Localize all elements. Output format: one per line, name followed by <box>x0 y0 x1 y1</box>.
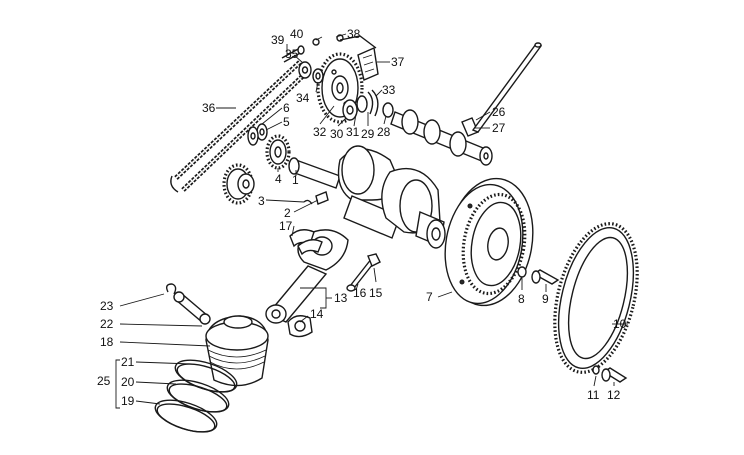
flywheel-bolt <box>517 266 560 285</box>
bolt-39 <box>281 38 320 63</box>
callout-40: 40 <box>290 27 304 41</box>
rod-bearing-shells <box>289 229 323 256</box>
callout-23: 23 <box>100 299 114 313</box>
callout-5: 5 <box>283 115 290 129</box>
callout-12: 12 <box>607 388 621 402</box>
rod-cap <box>287 315 313 338</box>
crankshaft <box>288 145 446 249</box>
callout-21: 21 <box>121 355 135 369</box>
callout-6: 6 <box>283 101 290 115</box>
rod-bolt <box>346 253 381 292</box>
callout-22: 22 <box>100 317 114 331</box>
timing-chain <box>170 60 309 193</box>
callout-labels: 39 40 38 35 37 34 33 36 6 5 26 27 32 30 … <box>97 27 627 408</box>
crank-sprocket <box>265 134 291 170</box>
callout-10: 10 <box>613 317 627 331</box>
callout-11: 11 <box>587 388 600 402</box>
callout-7: 7 <box>426 290 433 304</box>
callout-28: 28 <box>377 125 391 139</box>
callout-9: 9 <box>542 292 549 306</box>
callout-30: 30 <box>330 127 344 141</box>
callout-29: 29 <box>361 127 375 141</box>
callout-18: 18 <box>100 335 114 349</box>
callout-33: 33 <box>382 83 396 97</box>
callout-35: 35 <box>285 47 299 61</box>
piston <box>205 315 269 387</box>
pump-gear <box>222 163 255 205</box>
callout-4: 4 <box>275 172 282 186</box>
callout-27: 27 <box>492 121 506 135</box>
cam-washers <box>342 89 394 121</box>
callout-2: 2 <box>284 206 291 220</box>
push-rod <box>471 42 543 133</box>
pin-circlip <box>165 283 177 295</box>
callout-37: 37 <box>391 55 405 69</box>
callout-13: 13 <box>334 291 348 305</box>
callout-34: 34 <box>296 91 310 105</box>
callout-32: 32 <box>313 125 327 139</box>
tensioner-bracket <box>336 34 379 81</box>
callout-17: 17 <box>279 219 293 233</box>
sprocket-spacers <box>247 123 268 146</box>
piston-rings <box>154 359 238 433</box>
callout-14: 14 <box>310 307 324 321</box>
ring-gear-bolt <box>592 365 628 383</box>
ring-gear <box>553 222 639 374</box>
piston-pin <box>173 291 211 325</box>
callout-36: 36 <box>202 101 216 115</box>
leader-lines <box>115 33 628 409</box>
crank-key <box>303 191 329 205</box>
callout-39: 39 <box>271 33 285 47</box>
callout-19: 19 <box>121 394 135 408</box>
callout-31: 31 <box>346 125 360 139</box>
callout-15: 15 <box>369 286 383 300</box>
cam-nut-washer <box>298 61 324 84</box>
callout-1: 1 <box>292 173 299 187</box>
callout-16: 16 <box>353 286 367 300</box>
callout-26: 26 <box>492 105 506 119</box>
callout-20: 20 <box>121 375 135 389</box>
callout-8: 8 <box>518 292 525 306</box>
callout-38: 38 <box>347 27 361 41</box>
callout-25: 25 <box>97 374 111 388</box>
callout-3: 3 <box>258 194 265 208</box>
camshaft <box>390 109 493 166</box>
flywheel <box>444 177 534 307</box>
